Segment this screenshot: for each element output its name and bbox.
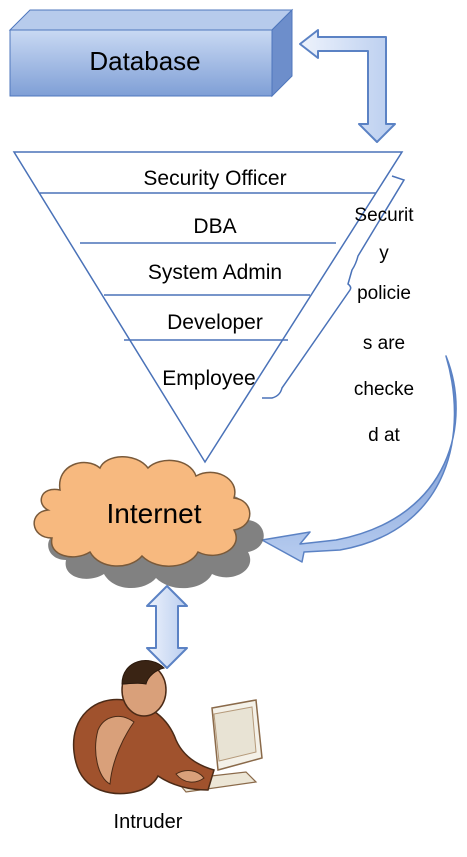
internet-cloud: [33, 456, 264, 589]
policy-note-line: checke: [353, 379, 415, 400]
database-to-funnel-arrow: [299, 29, 396, 143]
policy-note-line: d at: [368, 425, 400, 446]
intruder-label: Intruder: [113, 811, 183, 833]
layer-security-officer: Security Officer: [143, 167, 287, 190]
internet-intruder-arrow: [146, 585, 188, 669]
layer-dba: DBA: [193, 215, 237, 238]
layers-brace: [262, 175, 406, 399]
layer-system-admin: System Admin: [147, 261, 283, 284]
policy-to-internet-arrow: [261, 355, 457, 563]
policy-note-line: Securit: [354, 205, 414, 226]
layer-developer: Developer: [167, 311, 263, 334]
policy-note-line: policie: [357, 283, 411, 304]
policy-note-line: y: [379, 243, 389, 264]
policy-note-line: s are: [362, 333, 406, 354]
internet-label: Internet: [106, 498, 202, 529]
layer-employee: Employee: [162, 367, 256, 390]
access-funnel: [12, 151, 404, 464]
database-box: [8, 8, 294, 98]
person-at-computer-icon: [72, 660, 263, 795]
database-label: Database: [89, 46, 201, 76]
